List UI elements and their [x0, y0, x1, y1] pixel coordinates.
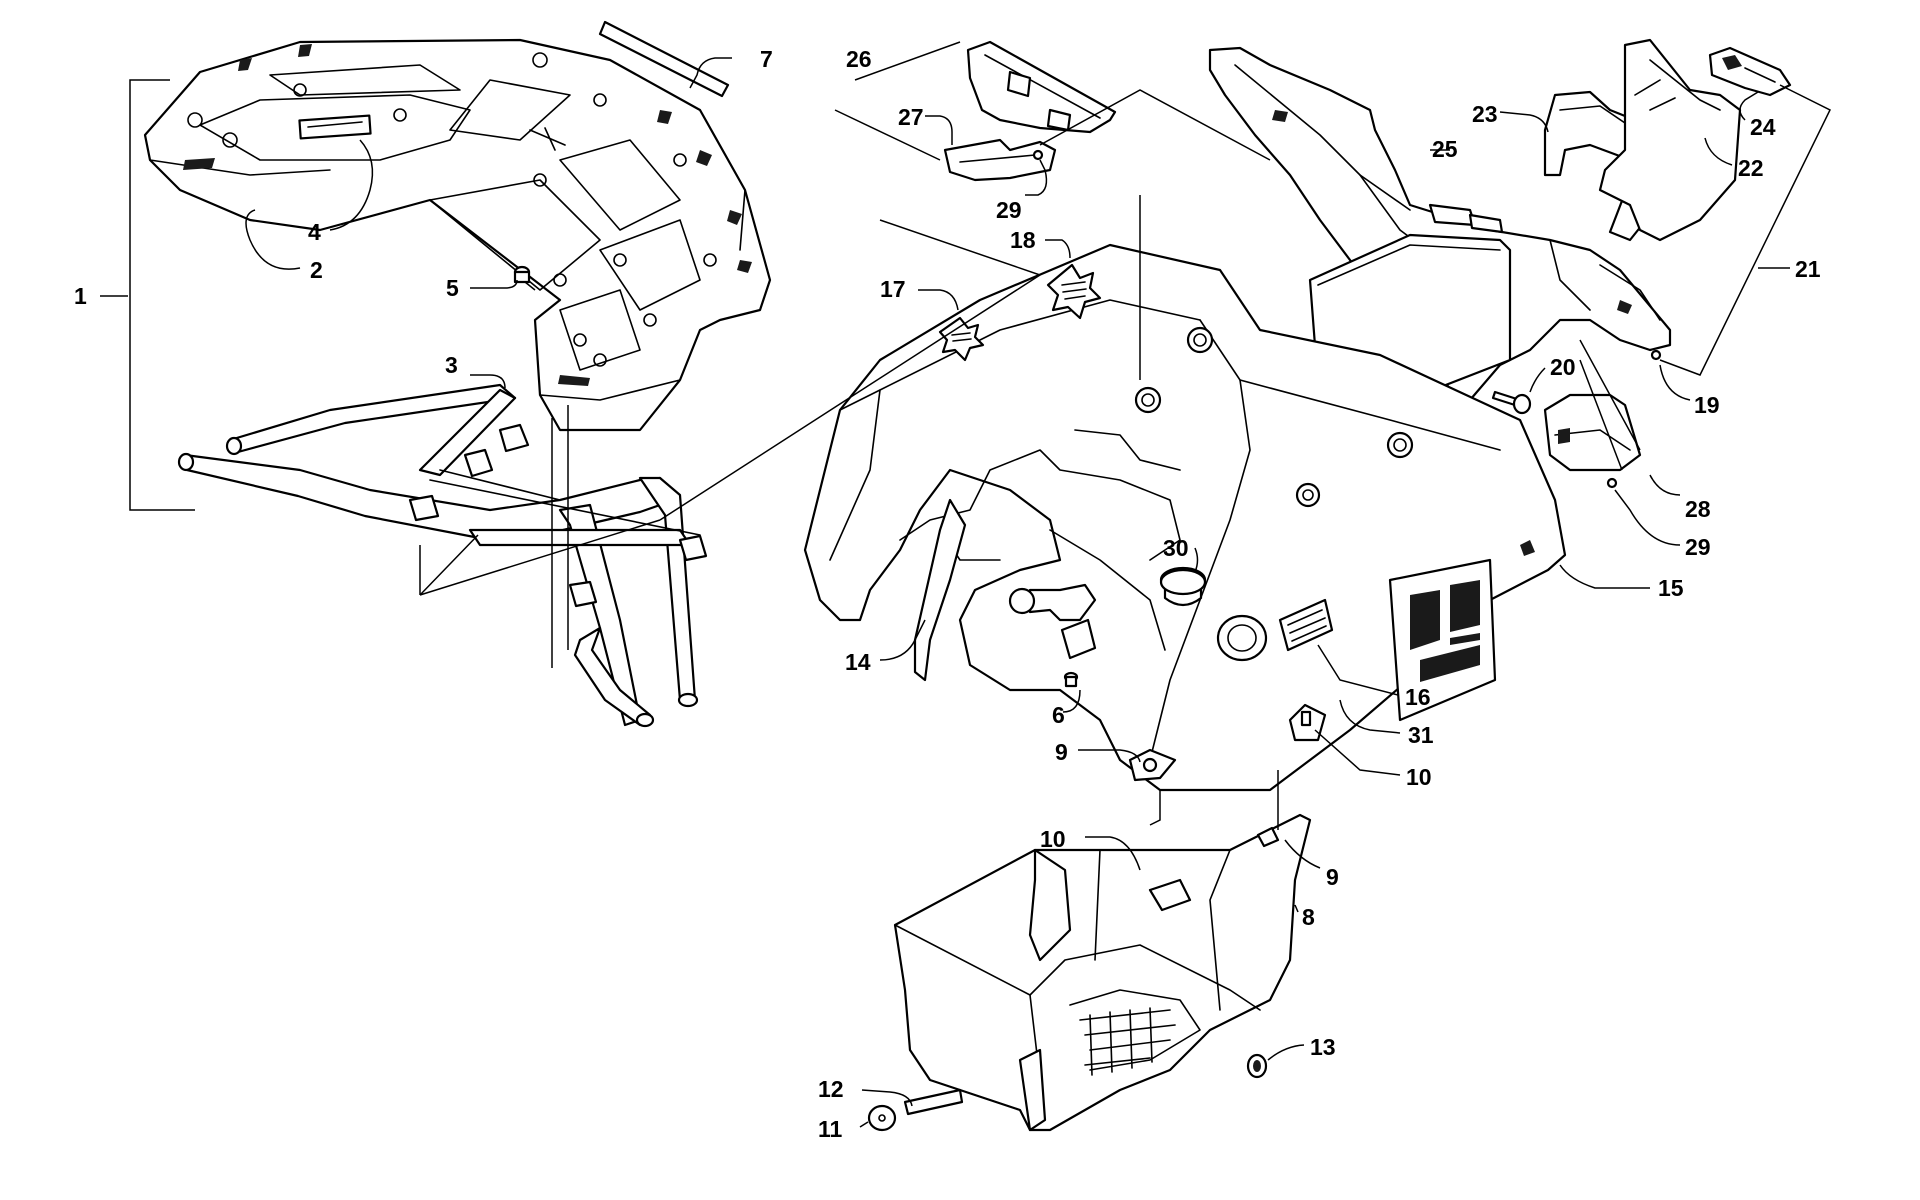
callout-26: 26 [846, 46, 872, 72]
callout-28: 28 [1685, 496, 1711, 522]
grommet-part-13 [1246, 1053, 1268, 1079]
fastener-part-19 [1650, 349, 1662, 361]
callout-16: 16 [1405, 684, 1431, 710]
bracket-part-6 [1008, 583, 1097, 688]
bracket-part-27 [943, 138, 1057, 182]
screw-part-20 [1491, 390, 1532, 415]
fastener-part-5 [513, 265, 531, 284]
callout-11: 11 [818, 1116, 843, 1142]
callout-labels: 1 2 3 4 5 6 7 8 9 9 10 10 11 12 13 14 15… [74, 46, 1821, 1142]
callout-20: 20 [1550, 354, 1576, 380]
callout-21: 21 [1795, 256, 1821, 282]
fender-decal-18 [1046, 263, 1102, 320]
callout-23: 23 [1472, 101, 1498, 127]
callout-29b: 29 [1685, 534, 1711, 560]
callout-29a: 29 [996, 197, 1022, 223]
rear-rack-part [143, 38, 772, 432]
callout-13: 13 [1310, 1034, 1336, 1060]
callout-7: 7 [760, 46, 773, 72]
fender-edge-part-14 [913, 498, 967, 682]
callout-22: 22 [1738, 155, 1764, 181]
callout-2: 2 [310, 257, 323, 283]
callout-27: 27 [898, 104, 924, 130]
washer-part-11 [867, 1104, 897, 1132]
plate-part-12 [903, 1088, 964, 1116]
callout-15: 15 [1658, 575, 1684, 601]
cover-part-28 [1543, 393, 1642, 472]
footrest-tread [1079, 1007, 1176, 1076]
fender-decal-31 [1388, 558, 1497, 722]
callout-24: 24 [1750, 114, 1776, 140]
fuel-cap-part-30 [1159, 566, 1268, 662]
callout-1: 1 [74, 283, 87, 309]
footwell-part-8 [893, 813, 1312, 1132]
callout-5: 5 [446, 275, 459, 301]
callout-14: 14 [845, 649, 871, 675]
fastener-part-29b [1606, 477, 1618, 489]
cover-part-22 [1598, 38, 1742, 242]
callout-25: 25 [1432, 136, 1458, 162]
fender-decal-16 [1278, 598, 1334, 652]
rack-bolt-holes [187, 52, 717, 367]
leader-lines [100, 41, 1832, 1128]
callout-19: 19 [1694, 392, 1720, 418]
front-rack-part-25 [1208, 46, 1672, 402]
callout-9a: 9 [1055, 739, 1068, 765]
callout-6: 6 [1052, 702, 1065, 728]
fastener-part-29a [1032, 149, 1044, 161]
callout-8: 8 [1302, 904, 1315, 930]
fastener-part-9a [1128, 748, 1177, 782]
callout-4: 4 [308, 219, 321, 245]
callout-3: 3 [445, 352, 458, 378]
callout-18: 18 [1010, 227, 1036, 253]
callout-30: 30 [1163, 535, 1189, 561]
callout-10a: 10 [1406, 764, 1432, 790]
callout-31: 31 [1408, 722, 1434, 748]
callout-17: 17 [880, 276, 906, 302]
callout-10b: 10 [1040, 826, 1066, 852]
rack-rib-marks [183, 44, 752, 386]
rear-fender-part-15 [803, 243, 1567, 792]
rack-frame-tube-part-3 [177, 383, 708, 728]
cover-part-26 [966, 40, 1117, 134]
callout-9b: 9 [1326, 864, 1339, 890]
plate-part-24 [1708, 46, 1792, 97]
callout-12: 12 [818, 1076, 844, 1102]
rack-decal-4 [298, 114, 372, 140]
fender-decal-17 [938, 316, 985, 362]
